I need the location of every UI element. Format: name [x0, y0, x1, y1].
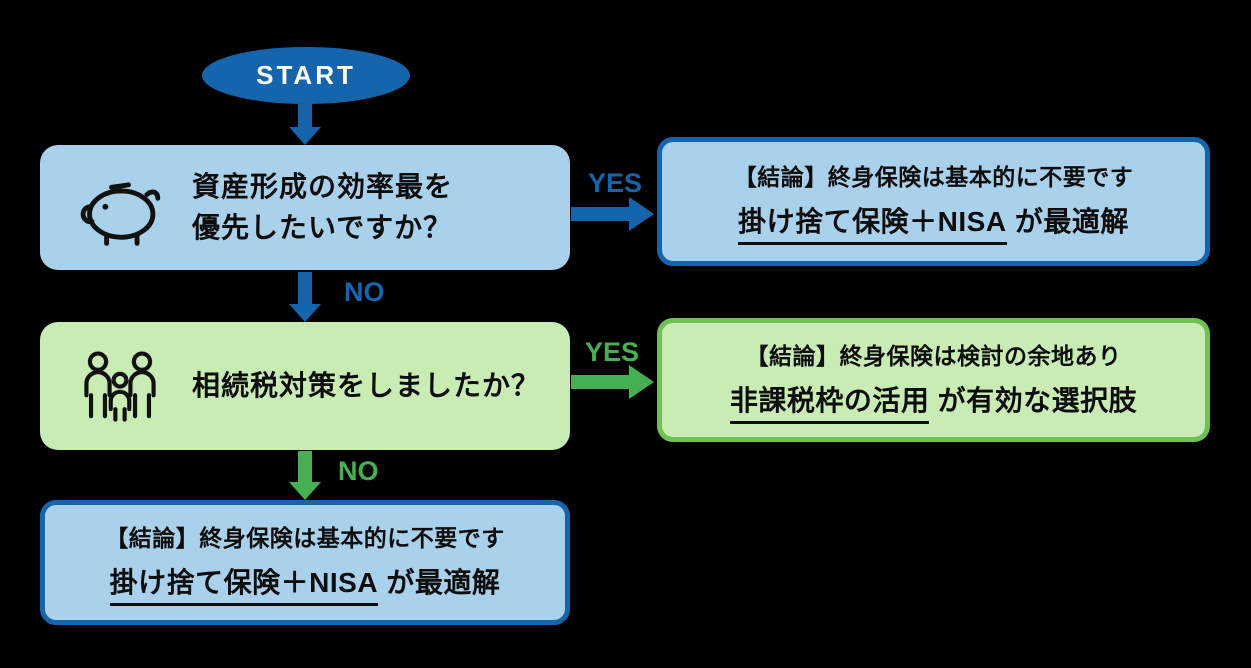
- result-bottom-highlight: 掛け捨て保険＋NISA: [109, 561, 379, 606]
- no-label-2: NO: [338, 456, 379, 486]
- family-icon: [74, 348, 166, 424]
- arrow-shaft: [571, 375, 631, 389]
- arrow-shaft: [298, 451, 312, 483]
- arrow-shaft: [298, 272, 312, 305]
- result-middle-box: 【結論】終身保険は検討の余地あり 非課税枠の活用 が有効な選択肢: [657, 318, 1210, 442]
- question2-text: 相続税対策をしましたか？: [192, 369, 541, 401]
- arrow-head: [629, 197, 654, 231]
- result-top-highlight: 掛け捨て保険＋NISA: [738, 200, 1007, 245]
- result-top-box: 【結論】終身保険は基本的に不要です 掛け捨て保険＋NISA が最適解: [657, 137, 1210, 266]
- result-bottom-suffix: が最適解: [378, 567, 501, 598]
- question1-text: 資産形成の効率最を 優先したいですか？: [192, 167, 453, 248]
- result-bottom-line2: 掛け捨て保険＋NISA が最適解: [109, 561, 501, 606]
- start-node: START: [202, 47, 410, 104]
- arrow-head: [289, 127, 321, 145]
- result-top-line1: 【結論】終身保険は基本的に不要です: [733, 164, 1134, 190]
- result-middle-highlight: 非課税枠の活用: [729, 379, 930, 424]
- question1-line1: 資産形成の効率最を: [192, 170, 454, 202]
- result-middle-line1: 【結論】終身保険は検討の余地あり: [745, 342, 1122, 369]
- yes-label-1: YES: [588, 168, 643, 198]
- piggy-bank-icon: [74, 169, 166, 247]
- arrow-head: [289, 482, 321, 500]
- arrow-shaft: [298, 104, 312, 128]
- question1-box: 資産形成の効率最を 優先したいですか？: [40, 145, 570, 270]
- arrow-head: [289, 304, 321, 322]
- question2-box: 相続税対策をしましたか？: [40, 322, 570, 450]
- result-bottom-box: 【結論】終身保険は基本的に不要です 掛け捨て保険＋NISA が最適解: [40, 500, 570, 625]
- no-label-1: NO: [344, 277, 385, 307]
- result-top-suffix: が最適解: [1006, 206, 1129, 237]
- result-middle-suffix: が有効な選択肢: [929, 384, 1138, 416]
- result-bottom-line1: 【結論】終身保険は基本的に不要です: [105, 525, 505, 551]
- result-top-line2: 掛け捨て保険＋NISA が最適解: [738, 200, 1129, 245]
- result-middle-line2: 非課税枠の活用 が有効な選択肢: [729, 379, 1138, 424]
- question1-line2: 優先したいですか？: [192, 211, 453, 243]
- arrow-shaft: [571, 207, 631, 221]
- yes-label-2: YES: [585, 337, 640, 367]
- arrow-head: [629, 365, 654, 399]
